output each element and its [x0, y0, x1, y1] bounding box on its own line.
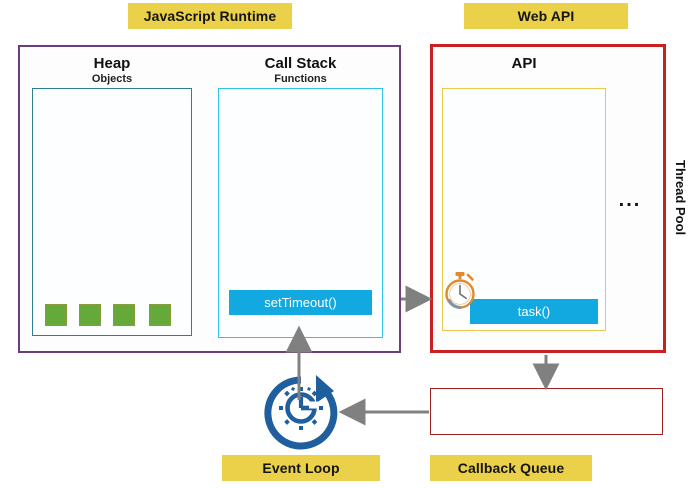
- heap-object: [149, 304, 171, 326]
- call-stack-subtitle: Functions: [274, 73, 327, 85]
- stopwatch-icon: [441, 270, 479, 310]
- label-event-loop: Event Loop: [222, 455, 380, 481]
- label-web-api: Web API: [464, 3, 628, 29]
- call-stack-title: Call Stack: [264, 55, 337, 72]
- api-ellipsis: ...: [618, 188, 642, 211]
- heap-object: [79, 304, 101, 326]
- heap-title: Heap: [93, 55, 131, 72]
- call-stack-frame-settimeout: setTimeout(): [229, 290, 372, 315]
- api-task-block: task(): [470, 299, 598, 324]
- heap-subtitle: Objects: [91, 73, 133, 85]
- heap-object: [113, 304, 135, 326]
- api-title: API: [511, 55, 537, 72]
- heap-pane: [32, 88, 192, 336]
- event-loop-circular-arrow-icon: [256, 373, 346, 453]
- label-javascript-runtime: JavaScript Runtime: [128, 3, 292, 29]
- callback-queue-box: [430, 388, 663, 435]
- thread-pool-label: Thread Pool: [673, 160, 688, 236]
- label-callback-queue: Callback Queue: [430, 455, 592, 481]
- heap-object: [45, 304, 67, 326]
